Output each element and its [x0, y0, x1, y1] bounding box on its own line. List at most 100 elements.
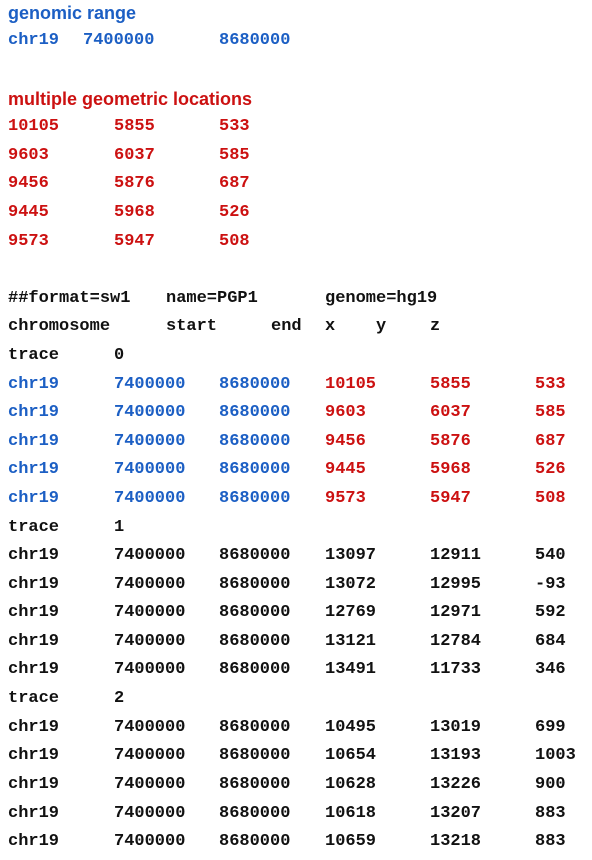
trace-id: 1 [114, 518, 125, 537]
cell-chromosome: chr19 [8, 460, 60, 479]
geo-y: 5947 [114, 232, 155, 251]
trace-label: trace [8, 689, 60, 708]
cell-z: 533 [535, 375, 566, 394]
cell-end: 8680000 [219, 804, 291, 823]
cell-z: 699 [535, 718, 566, 737]
cell-start: 7400000 [114, 660, 186, 679]
table-row: chr19 7400000 8680000 10618 13207 883 [0, 802, 592, 826]
cell-chromosome: chr19 [8, 775, 60, 794]
trace-label: trace [8, 518, 60, 537]
geo-y: 5855 [114, 117, 155, 136]
format-line: ##format=sw1 name=PGP1 genome=hg19 [0, 287, 592, 311]
genomic-chrom: chr19 [8, 31, 60, 50]
cell-z: 1003 [535, 746, 576, 765]
cell-chromosome: chr19 [8, 432, 60, 451]
geo-z: 526 [219, 203, 250, 222]
cell-end: 8680000 [219, 660, 291, 679]
header-x: x [325, 317, 336, 336]
cell-end: 8680000 [219, 632, 291, 651]
table-row: chr19 7400000 8680000 9573 5947 508 [0, 487, 592, 511]
geo-y: 5968 [114, 203, 155, 222]
cell-chromosome: chr19 [8, 660, 60, 679]
cell-start: 7400000 [114, 718, 186, 737]
cell-x: 13491 [325, 660, 377, 679]
cell-chromosome: chr19 [8, 575, 60, 594]
cell-y: 5855 [430, 375, 471, 394]
name-field: name=PGP1 [166, 289, 258, 308]
geo-x: 9445 [8, 203, 49, 222]
geo-z: 687 [219, 174, 250, 193]
cell-end: 8680000 [219, 375, 291, 394]
cell-chromosome: chr19 [8, 632, 60, 651]
table-row: chr19 7400000 8680000 9603 6037 585 [0, 401, 592, 425]
genomic-end: 8680000 [219, 31, 291, 50]
cell-end: 8680000 [219, 718, 291, 737]
table-row: chr19 7400000 8680000 10659 13218 883 [0, 830, 592, 854]
cell-end: 8680000 [219, 460, 291, 479]
table-row: chr19 7400000 8680000 10628 13226 900 [0, 773, 592, 797]
cell-z: 540 [535, 546, 566, 565]
cell-chromosome: chr19 [8, 489, 60, 508]
cell-end: 8680000 [219, 546, 291, 565]
format-field: ##format=sw1 [8, 289, 131, 308]
cell-start: 7400000 [114, 832, 186, 851]
geometric-locations-heading: multiple geometric locations [8, 89, 253, 109]
genomic-start: 7400000 [83, 31, 155, 50]
cell-z: 585 [535, 403, 566, 422]
cell-x: 13097 [325, 546, 377, 565]
geometric-row: 9456 5876 687 [0, 172, 592, 196]
cell-chromosome: chr19 [8, 718, 60, 737]
cell-x: 10495 [325, 718, 377, 737]
cell-end: 8680000 [219, 432, 291, 451]
cell-y: 13019 [430, 718, 482, 737]
cell-y: 5968 [430, 460, 471, 479]
cell-chromosome: chr19 [8, 804, 60, 823]
cell-y: 5947 [430, 489, 471, 508]
cell-end: 8680000 [219, 775, 291, 794]
table-row: chr19 7400000 8680000 9456 5876 687 [0, 430, 592, 454]
cell-chromosome: chr19 [8, 375, 60, 394]
cell-start: 7400000 [114, 403, 186, 422]
trace-header: trace 1 [0, 516, 592, 540]
geo-x: 9603 [8, 146, 49, 165]
cell-start: 7400000 [114, 460, 186, 479]
trace-header: trace 2 [0, 687, 592, 711]
cell-y: 11733 [430, 660, 482, 679]
genomic-range-row: chr19 7400000 8680000 [0, 29, 592, 53]
geo-z: 585 [219, 146, 250, 165]
cell-x: 10659 [325, 832, 377, 851]
genomic-range-heading: genomic range [8, 3, 137, 23]
cell-end: 8680000 [219, 603, 291, 622]
cell-x: 10105 [325, 375, 377, 394]
table-row: chr19 7400000 8680000 12769 12971 592 [0, 601, 592, 625]
cell-x: 10618 [325, 804, 377, 823]
geo-z: 533 [219, 117, 250, 136]
geo-y: 6037 [114, 146, 155, 165]
cell-start: 7400000 [114, 489, 186, 508]
cell-end: 8680000 [219, 832, 291, 851]
column-header-row: chromosome start end x y z [0, 315, 592, 339]
cell-z: 526 [535, 460, 566, 479]
geometric-row: 9603 6037 585 [0, 144, 592, 168]
cell-y: 6037 [430, 403, 471, 422]
table-row: chr19 7400000 8680000 10105 5855 533 [0, 373, 592, 397]
table-row: chr19 7400000 8680000 13491 11733 346 [0, 658, 592, 682]
table-row: chr19 7400000 8680000 10654 13193 1003 [0, 744, 592, 768]
cell-y: 13226 [430, 775, 482, 794]
cell-x: 10654 [325, 746, 377, 765]
cell-start: 7400000 [114, 575, 186, 594]
cell-z: 883 [535, 832, 566, 851]
header-z: z [430, 317, 441, 336]
cell-x: 9445 [325, 460, 366, 479]
cell-y: 5876 [430, 432, 471, 451]
cell-start: 7400000 [114, 546, 186, 565]
geo-x: 10105 [8, 117, 60, 136]
geometric-row: 9573 5947 508 [0, 230, 592, 254]
trace-label: trace [8, 346, 60, 365]
cell-y: 12784 [430, 632, 482, 651]
cell-z: 883 [535, 804, 566, 823]
cell-x: 9603 [325, 403, 366, 422]
header-y: y [376, 317, 387, 336]
cell-start: 7400000 [114, 375, 186, 394]
geo-y: 5876 [114, 174, 155, 193]
